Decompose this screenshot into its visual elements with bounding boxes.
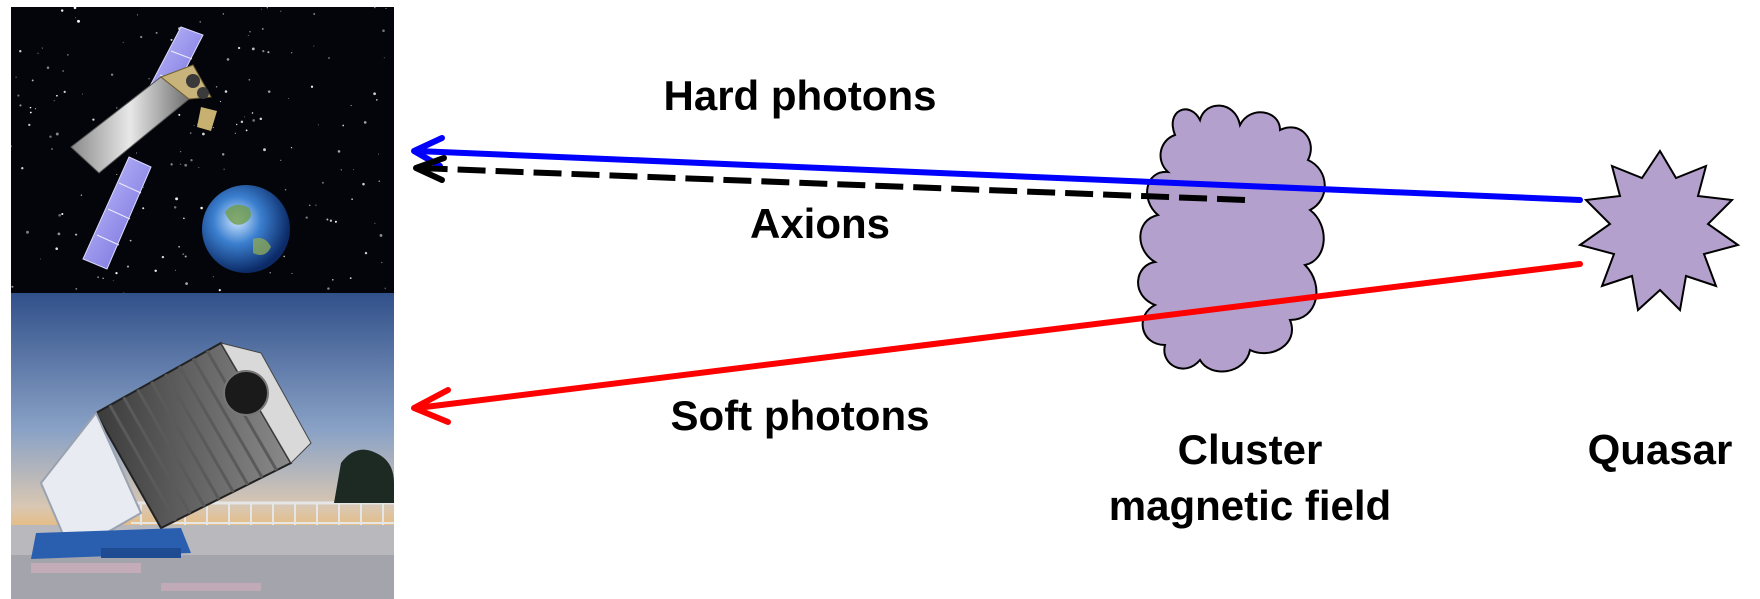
soft-photons-label: Soft photons [670, 392, 930, 439]
quasar-star [1577, 149, 1741, 313]
axion-ray [417, 165, 1246, 203]
telescope-photo [11, 293, 394, 599]
quasar-label: Quasar [1587, 426, 1733, 473]
hard-photons-label: Hard photons [663, 72, 937, 119]
axion-arrowhead [413, 155, 447, 183]
hard-photon-ray [414, 148, 1583, 203]
satellite-photo [11, 7, 394, 293]
cluster-label-line1: Cluster [1177, 426, 1323, 473]
cluster-label-line2: magnetic field [1108, 482, 1392, 529]
cluster-label: Cluster magnetic field [1070, 422, 1430, 534]
soft-photon-arrowhead [411, 387, 451, 425]
soft-photon-ray [414, 261, 1583, 411]
cluster-cloud [1137, 104, 1326, 373]
axions-label: Axions [749, 200, 891, 247]
